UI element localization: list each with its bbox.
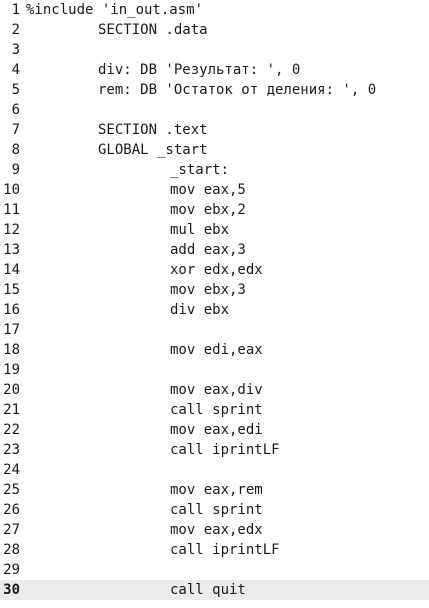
code-line[interactable]: 2 SECTION .data xyxy=(0,20,429,40)
code-line[interactable]: 3 xyxy=(0,40,429,60)
line-number: 6 xyxy=(11,102,20,118)
code-line[interactable]: 11 mov ebx,2 xyxy=(0,200,429,220)
code-text[interactable]: call iprintLF xyxy=(170,442,280,458)
code-line[interactable]: 21 call sprint xyxy=(0,400,429,420)
code-text[interactable]: GLOBAL _start xyxy=(98,142,208,158)
code-line[interactable]: 7 SECTION .text xyxy=(0,120,429,140)
code-line[interactable]: 13 add eax,3 xyxy=(0,240,429,260)
code-text[interactable]: add eax,3 xyxy=(170,242,246,258)
code-line[interactable]: 15 mov ebx,3 xyxy=(0,280,429,300)
line-number: 18 xyxy=(3,342,20,358)
line-number: 30 xyxy=(3,582,20,598)
code-text[interactable]: call quit xyxy=(170,582,246,598)
code-text[interactable]: mov eax,rem xyxy=(170,482,263,498)
code-text[interactable]: _start: xyxy=(170,162,230,178)
code-text[interactable]: mov ebx,3 xyxy=(170,282,246,298)
code-text[interactable]: call sprint xyxy=(170,402,263,418)
line-number: 22 xyxy=(3,422,20,438)
code-text[interactable]: mov edi,eax xyxy=(170,342,263,358)
line-number: 17 xyxy=(3,322,20,338)
line-number: 10 xyxy=(3,182,20,198)
line-number: 13 xyxy=(3,242,20,258)
code-text[interactable]: mov eax,edx xyxy=(170,522,263,538)
code-text[interactable]: div ebx xyxy=(170,302,230,318)
line-number: 8 xyxy=(11,142,20,158)
line-number: 12 xyxy=(3,222,20,238)
line-number: 28 xyxy=(3,542,20,558)
code-line[interactable]: 26 call sprint xyxy=(0,500,429,520)
code-line[interactable]: 19 xyxy=(0,360,429,380)
code-line[interactable]: 27 mov eax,edx xyxy=(0,520,429,540)
code-line[interactable]: 10 mov eax,5 xyxy=(0,180,429,200)
code-line[interactable]: 14 xor edx,edx xyxy=(0,260,429,280)
code-text[interactable]: mov ebx,2 xyxy=(170,202,246,218)
code-line[interactable]: 25 mov eax,rem xyxy=(0,480,429,500)
line-number: 5 xyxy=(11,82,20,98)
code-line[interactable]: 6 xyxy=(0,100,429,120)
line-number: 29 xyxy=(3,562,20,578)
code-line[interactable]: 1 %include 'in_out.asm' xyxy=(0,0,429,20)
code-text[interactable]: %include 'in_out.asm' xyxy=(26,2,204,18)
line-number: 23 xyxy=(3,442,20,458)
code-line[interactable]: 20 mov eax,div xyxy=(0,380,429,400)
code-text[interactable]: div: DB 'Результат: ', 0 xyxy=(98,62,301,78)
code-line[interactable]: 18 mov edi,eax xyxy=(0,340,429,360)
code-line[interactable]: 5 rem: DB 'Остаток от деления: ', 0 xyxy=(0,80,429,100)
code-text[interactable]: mov eax,edi xyxy=(170,422,263,438)
code-line[interactable]: 28 call iprintLF xyxy=(0,540,429,560)
code-text[interactable]: call sprint xyxy=(170,502,263,518)
line-number: 25 xyxy=(3,482,20,498)
code-text[interactable]: rem: DB 'Остаток от деления: ', 0 xyxy=(98,82,377,98)
line-number: 14 xyxy=(3,262,20,278)
line-number: 20 xyxy=(3,382,20,398)
line-number: 19 xyxy=(3,362,20,378)
line-number: 26 xyxy=(3,502,20,518)
line-number: 21 xyxy=(3,402,20,418)
line-number: 4 xyxy=(11,62,20,78)
code-text[interactable]: SECTION .data xyxy=(98,22,208,38)
line-number: 9 xyxy=(11,162,20,178)
line-number: 15 xyxy=(3,282,20,298)
code-line[interactable]: 12 mul ebx xyxy=(0,220,429,240)
code-line[interactable]: 16 div ebx xyxy=(0,300,429,320)
code-text[interactable]: mov eax,5 xyxy=(170,182,246,198)
line-number: 7 xyxy=(11,122,20,138)
line-number: 1 xyxy=(11,2,20,18)
line-number: 24 xyxy=(3,462,20,478)
code-line[interactable]: 24 xyxy=(0,460,429,480)
code-text[interactable]: mov eax,div xyxy=(170,382,263,398)
code-line[interactable]: 9 _start: xyxy=(0,160,429,180)
code-text[interactable]: mul ebx xyxy=(170,222,230,238)
code-line[interactable]: 23 call iprintLF xyxy=(0,440,429,460)
code-line[interactable]: 30 call quit xyxy=(0,580,429,600)
line-number: 3 xyxy=(11,42,20,58)
line-number: 11 xyxy=(3,202,20,218)
line-number: 16 xyxy=(3,302,20,318)
code-text[interactable]: SECTION .text xyxy=(98,122,208,138)
code-line[interactable]: 17 xyxy=(0,320,429,340)
code-line[interactable]: 22 mov eax,edi xyxy=(0,420,429,440)
line-number: 2 xyxy=(11,22,20,38)
code-line[interactable]: 8 GLOBAL _start xyxy=(0,140,429,160)
code-text[interactable]: xor edx,edx xyxy=(170,262,263,278)
code-text[interactable]: call iprintLF xyxy=(170,542,280,558)
line-number: 27 xyxy=(3,522,20,538)
code-line[interactable]: 4 div: DB 'Результат: ', 0 xyxy=(0,60,429,80)
code-line[interactable]: 29 xyxy=(0,560,429,580)
